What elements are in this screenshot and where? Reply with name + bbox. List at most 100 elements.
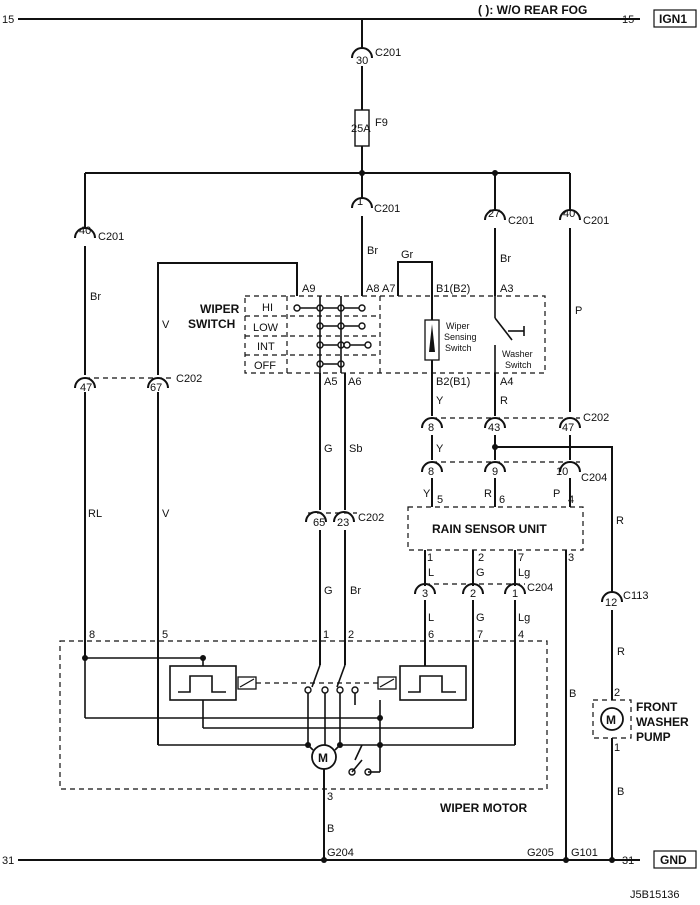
wire-r-to-pump xyxy=(495,446,613,592)
rain-pin-2: 2 xyxy=(478,552,484,564)
motor-lead-left xyxy=(307,744,314,751)
c202-pin-65-connector xyxy=(305,511,327,523)
c204-pin-9: 9 xyxy=(492,466,498,478)
motor-internal-wiring xyxy=(82,655,515,748)
ign1-tag-box xyxy=(653,9,697,28)
motor-pin-2: 2 xyxy=(348,629,354,641)
c201-pin-40-left: 40 xyxy=(79,225,91,237)
switch-pos-off: OFF xyxy=(254,360,276,372)
relay-module-right xyxy=(399,665,467,701)
ground-g204: G204 xyxy=(327,847,354,859)
switch-pos-int: INT xyxy=(257,341,275,353)
c201-label-top: C201 xyxy=(375,47,401,59)
wire-label-p-low: P xyxy=(553,488,560,500)
c113-connector xyxy=(601,591,623,603)
motor-pin-4: 4 xyxy=(518,629,524,641)
ground-g101: G101 xyxy=(571,847,598,859)
c201-pin-40-right-connector xyxy=(559,209,581,221)
c201-label-right: C201 xyxy=(583,215,609,227)
c204-pin-8: 8 xyxy=(428,466,434,478)
switch-pin-b1: B1(B2) xyxy=(436,283,470,295)
c204-pin-8-connector xyxy=(421,461,443,473)
relay-coil-right-mark xyxy=(379,678,395,688)
wire-label-sb: Sb xyxy=(349,443,362,455)
rain-sensor-box xyxy=(407,506,584,551)
wiper-motor-m: M xyxy=(318,751,328,765)
c204-pin-10: 10 xyxy=(556,466,568,478)
pump-label-3: PUMP xyxy=(636,730,671,744)
wire-label-b-pump: B xyxy=(617,786,624,798)
switch-pos-low: LOW xyxy=(253,322,279,334)
wire-label-rl: RL xyxy=(88,508,102,520)
c202-pin-43-connector xyxy=(484,417,506,429)
c202-pin-47-left: 47 xyxy=(80,382,92,394)
c201-pin-1-connector xyxy=(351,197,373,209)
washer-label-2: Switch xyxy=(505,360,532,370)
wire-label-b-rain: B xyxy=(569,688,576,700)
wire-label-lg-1: Lg xyxy=(518,567,530,579)
c202-pin-23: 23 xyxy=(337,517,349,529)
rain-pin-4: 4 xyxy=(568,494,574,506)
wire-label-y-3: Y xyxy=(423,488,431,500)
ground-g205: G205 xyxy=(527,847,554,859)
wire-label-v-upper: V xyxy=(162,319,170,331)
pump-pin-2: 2 xyxy=(614,687,620,699)
park-switch xyxy=(348,742,383,776)
switch-pin-a8: A8 xyxy=(366,283,379,295)
c201-label-washer: C201 xyxy=(508,215,534,227)
c204-pin-9-connector xyxy=(484,461,506,473)
wire-label-gr: Gr xyxy=(401,249,414,261)
c201-pin-40-right: 40 xyxy=(563,208,575,220)
wire-gr-a7-b1 xyxy=(397,261,433,296)
wire-label-g-rain: G xyxy=(476,567,485,579)
wire-label-g-motor: G xyxy=(476,612,485,624)
ground-splice-g204 xyxy=(321,857,327,863)
rail-bottom-right-number: 31 xyxy=(622,855,634,867)
c113-pin: 12 xyxy=(605,597,617,609)
wire-label-br-a3: Br xyxy=(500,253,511,265)
sensing-label-3: Switch xyxy=(445,343,472,353)
wire-label-g-lower: G xyxy=(324,585,333,597)
rail-top-note: ( ): W/O REAR FOG xyxy=(478,3,587,17)
washer-pump-m: M xyxy=(606,713,616,727)
c204-pin-3-connector xyxy=(414,583,436,595)
wire-label-r-pump: R xyxy=(616,515,624,527)
wire-label-b-motor: B xyxy=(327,823,334,835)
wire-v-a9 xyxy=(157,262,298,375)
wire-label-lg-2: Lg xyxy=(518,612,530,624)
c201-pin-40-left-connector xyxy=(74,227,96,239)
ign1-tag: IGN1 xyxy=(659,12,687,26)
wire-label-g-upper: G xyxy=(324,443,333,455)
switch-pin-a9: A9 xyxy=(302,283,315,295)
motor-pin-3: 3 xyxy=(327,791,333,803)
c204-pin-10-connector xyxy=(559,461,581,473)
motor-pin-8: 8 xyxy=(89,629,95,641)
relay-contacts xyxy=(304,664,359,745)
rain-pin-6: 6 xyxy=(499,494,505,506)
motor-lead-right xyxy=(334,744,341,751)
c201-label-mid: C201 xyxy=(374,203,400,215)
washer-label-1: Washer xyxy=(502,349,533,359)
c113-label: C113 xyxy=(623,590,648,602)
switch-pin-a3: A3 xyxy=(500,283,513,295)
c202-pin-23-connector xyxy=(333,511,355,523)
rain-pin-5: 5 xyxy=(437,494,443,506)
pump-label-1: FRONT xyxy=(636,700,678,714)
c204-label-upper: C204 xyxy=(581,472,607,484)
wire-label-br-a8: Br xyxy=(367,245,378,257)
c202-pin-67-connector xyxy=(147,377,169,389)
pump-label-2: WASHER xyxy=(636,715,689,729)
wire-label-l-1: L xyxy=(428,567,434,579)
wiper-switch-title-1: WIPER xyxy=(200,302,240,316)
wire-label-l-2: L xyxy=(428,612,434,624)
switch-pin-b2: B2(B1) xyxy=(436,376,470,388)
c204-label-lower: C204 xyxy=(527,582,553,594)
relay-coil-left-mark xyxy=(239,678,255,688)
wire-label-r-1: R xyxy=(500,395,508,407)
c202-pin-8: 8 xyxy=(428,422,434,434)
c202-label-mid: C202 xyxy=(583,412,609,424)
pump-pin-1: 1 xyxy=(614,742,620,754)
wire-label-r-2: R xyxy=(484,488,492,500)
pulse-icon-left xyxy=(178,675,226,693)
